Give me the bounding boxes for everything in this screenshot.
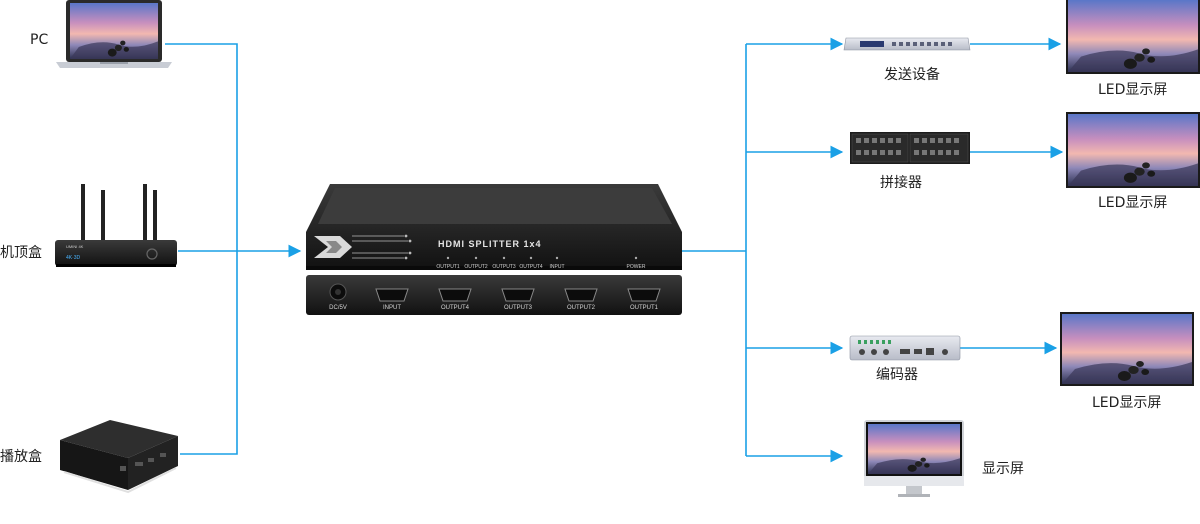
front-power-label: POWER bbox=[627, 264, 646, 270]
splicer-device-icon bbox=[850, 132, 970, 164]
label-led-2: LED显示屏 bbox=[1098, 195, 1168, 211]
front-port-output3: OUTPUT3 bbox=[492, 264, 516, 270]
encoder-device-icon bbox=[849, 335, 961, 361]
front-port-output1: OUTPUT1 bbox=[436, 264, 460, 270]
rear-port-output4: OUTPUT4 bbox=[441, 305, 470, 311]
label-pc: PC bbox=[30, 32, 49, 48]
player-box-icon bbox=[60, 420, 178, 494]
rear-port-output3: OUTPUT3 bbox=[504, 305, 533, 311]
front-port-input: INPUT bbox=[550, 264, 565, 270]
front-port-output2: OUTPUT2 bbox=[464, 264, 488, 270]
led-screen-2-icon bbox=[1066, 112, 1200, 188]
router-badge: 4K·3D bbox=[66, 255, 81, 261]
label-encoder: 编码器 bbox=[876, 367, 918, 383]
label-splicer: 拼接器 bbox=[880, 175, 922, 191]
label-sender: 发送设备 bbox=[884, 67, 940, 83]
splitter-title: HDMI SPLITTER 1x4 bbox=[438, 239, 542, 249]
front-port-output4: OUTPUT4 bbox=[519, 264, 543, 270]
router-icon: UMINI 4K 4K·3D bbox=[55, 184, 177, 267]
line-pc bbox=[165, 43, 238, 455]
label-player: 播放盒 bbox=[0, 449, 42, 465]
laptop-icon bbox=[56, 0, 172, 68]
label-monitor: 显示屏 bbox=[982, 461, 1024, 477]
router-brand: UMINI 4K bbox=[66, 244, 84, 249]
rear-dc-label: DC/5V bbox=[329, 305, 347, 311]
rear-port-output2: OUTPUT2 bbox=[567, 305, 596, 311]
label-stb: 机顶盒 bbox=[0, 245, 42, 261]
label-led-1: LED显示屏 bbox=[1098, 82, 1168, 98]
rear-port-output1: OUTPUT1 bbox=[630, 305, 659, 311]
sender-device-icon bbox=[843, 37, 971, 51]
hdmi-splitter-icon: HDMI SPLITTER 1x4 OUTPUT1 OUTPUT2 OUTPUT… bbox=[306, 184, 682, 315]
monitor-icon bbox=[864, 420, 964, 497]
led-screen-1-icon bbox=[1066, 0, 1200, 74]
label-led-3: LED显示屏 bbox=[1092, 395, 1162, 411]
rear-port-input: INPUT bbox=[383, 305, 401, 311]
led-screen-3-icon bbox=[1060, 312, 1194, 386]
connection-lines bbox=[165, 37, 1064, 463]
